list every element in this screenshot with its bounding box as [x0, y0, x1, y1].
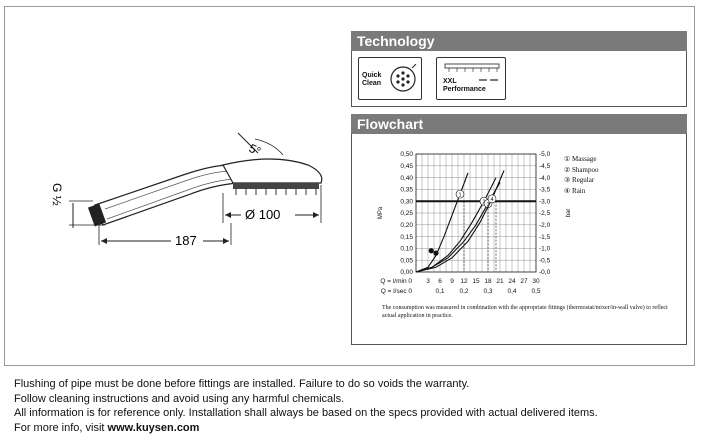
x-row1-tick-label: 9 [450, 278, 454, 285]
installation-notes: Flushing of pipe must be done before fit… [14, 377, 598, 435]
y-right-tick-label: -2,0 [539, 222, 551, 229]
xxl-performance-badge: XXL Performance [436, 57, 506, 100]
x-row1-tick-label: 24 [508, 278, 516, 285]
technology-heading: Technology [351, 31, 687, 51]
x-row2-tick-label: 0,1 [435, 288, 444, 295]
length-dimension-label: 187 [175, 233, 197, 248]
y-left-tick-label: 0,15 [400, 234, 413, 241]
legend-item-massage: ① Massage [564, 155, 597, 163]
xxl-line1: XXL [443, 78, 457, 85]
more-info-prefix: For more info, visit [14, 421, 108, 434]
x-row1-tick-label: 15 [472, 278, 480, 285]
y-right-axis-title: bar [566, 209, 572, 218]
legend-item-shampoo: ② Shampoo [564, 165, 599, 174]
legend-item-rain: ④ Rain [564, 186, 586, 195]
y-right-tick-label: -0,5 [539, 257, 551, 264]
series-line-4 [415, 170, 505, 273]
y-right-tick-label: -1,0 [539, 246, 551, 253]
x-row1-tick-label: 3 [426, 278, 430, 285]
dash-lines-icon [479, 79, 498, 81]
x-row2-tick-label: 0,4 [507, 288, 516, 295]
x-row2-axis-label: Q = l/sec 0 [381, 288, 413, 295]
y-left-tick-label: 0,40 [400, 175, 413, 182]
series-label-4: 4 [490, 197, 493, 203]
y-left-tick-label: 0,30 [400, 198, 413, 205]
flow-chart: 0,00 -0,0 0,05 -0,5 0,10 -1,0 0,15 -1,5 0,20 -2,0… [378, 151, 572, 295]
flowchart-heading: Flowchart [351, 114, 687, 134]
x-row1-tick-label: 21 [496, 278, 504, 285]
y-left-tick-label: 0,20 [400, 222, 413, 229]
x-row2-tick-label: 0,5 [531, 288, 540, 295]
operating-point-marker [428, 248, 434, 254]
spray-nozzle-icon [390, 64, 417, 92]
note-reference: All information is for reference only. I… [14, 407, 598, 419]
x-row1-tick-label: 18 [484, 278, 492, 285]
series-marker-4 [487, 194, 497, 204]
series-label-3: 3 [486, 202, 489, 208]
quick-clean-line2: Clean [362, 80, 382, 87]
y-right-tick-label: -0,0 [539, 269, 551, 276]
flowchart-panel: 0,00 -0,0 0,05 -0,5 0,10 -1,0 0,15 -1,5 0,20 -2,0… [351, 134, 687, 345]
spec-sheet-frame: G ½ 5° Ø 100 [4, 6, 695, 366]
note-more-info: For more info, visit www.kuysen.com [14, 421, 598, 436]
y-left-tick-label: 0,05 [400, 257, 413, 264]
flowchart-footnote: The consumption was measured in combinat… [382, 305, 668, 319]
xxl-line2: Performance [443, 86, 486, 93]
y-right-tick-label: -4,5 [539, 163, 551, 170]
series-line-1 [415, 172, 469, 273]
y-left-tick-label: 0,10 [400, 246, 413, 253]
website-link[interactable]: www.kuysen.com [107, 421, 200, 434]
y-left-axis-title: MPa [378, 206, 384, 219]
y-right-tick-label: -2,5 [539, 210, 551, 217]
y-left-tick-label: 0,00 [400, 269, 413, 276]
series-label-1: 1 [458, 192, 461, 198]
quick-clean-line1: Quick [362, 72, 382, 79]
x-row1-tick-label: 27 [520, 278, 528, 285]
x-row1-tick-label: 6 [438, 278, 442, 285]
operating-point-marker [433, 250, 439, 256]
hand-shower-drawing: G ½ 5° Ø 100 [50, 132, 323, 248]
y-right-tick-label: -4,0 [539, 175, 551, 182]
plot-frame [415, 153, 537, 273]
note-flushing: Flushing of pipe must be done before fit… [14, 378, 470, 390]
y-right-tick-label: -3,0 [539, 198, 551, 205]
y-right-tick-label: -5,0 [539, 151, 551, 158]
legend-item-regular: ③ Regular [564, 176, 595, 184]
technology-panel: Quick Clean [351, 51, 687, 107]
x-row1-tick-label: 12 [460, 278, 468, 285]
y-left-tick-label: 0,50 [400, 151, 413, 158]
y-left-tick-label: 0,25 [400, 210, 413, 217]
x-row2-tick-label: 0,3 [483, 288, 492, 295]
y-left-tick-label: 0,35 [400, 187, 413, 194]
chart-legend: ① Massage ② Shampoo ③ Regular ④ Rain [564, 154, 598, 196]
shower-head-icon [444, 63, 500, 72]
note-cleaning: Follow cleaning instructions and avoid u… [14, 392, 345, 405]
x-row1-axis-label: Q = l/min 0 [380, 278, 412, 285]
x-row1-tick-label: 30 [532, 278, 540, 285]
y-right-tick-label: -3,5 [539, 187, 551, 194]
thread-dimension-label: G ½ [50, 183, 64, 206]
y-left-tick-label: 0,45 [400, 163, 413, 170]
x-row2-tick-label: 0,2 [459, 288, 468, 295]
quick-clean-badge: Quick Clean [358, 57, 422, 100]
series-marker-1 [455, 189, 465, 199]
diameter-dimension-label: Ø 100 [245, 207, 280, 222]
angle-dimension-label: 5° [247, 141, 263, 159]
y-right-tick-label: -1,5 [539, 234, 551, 241]
